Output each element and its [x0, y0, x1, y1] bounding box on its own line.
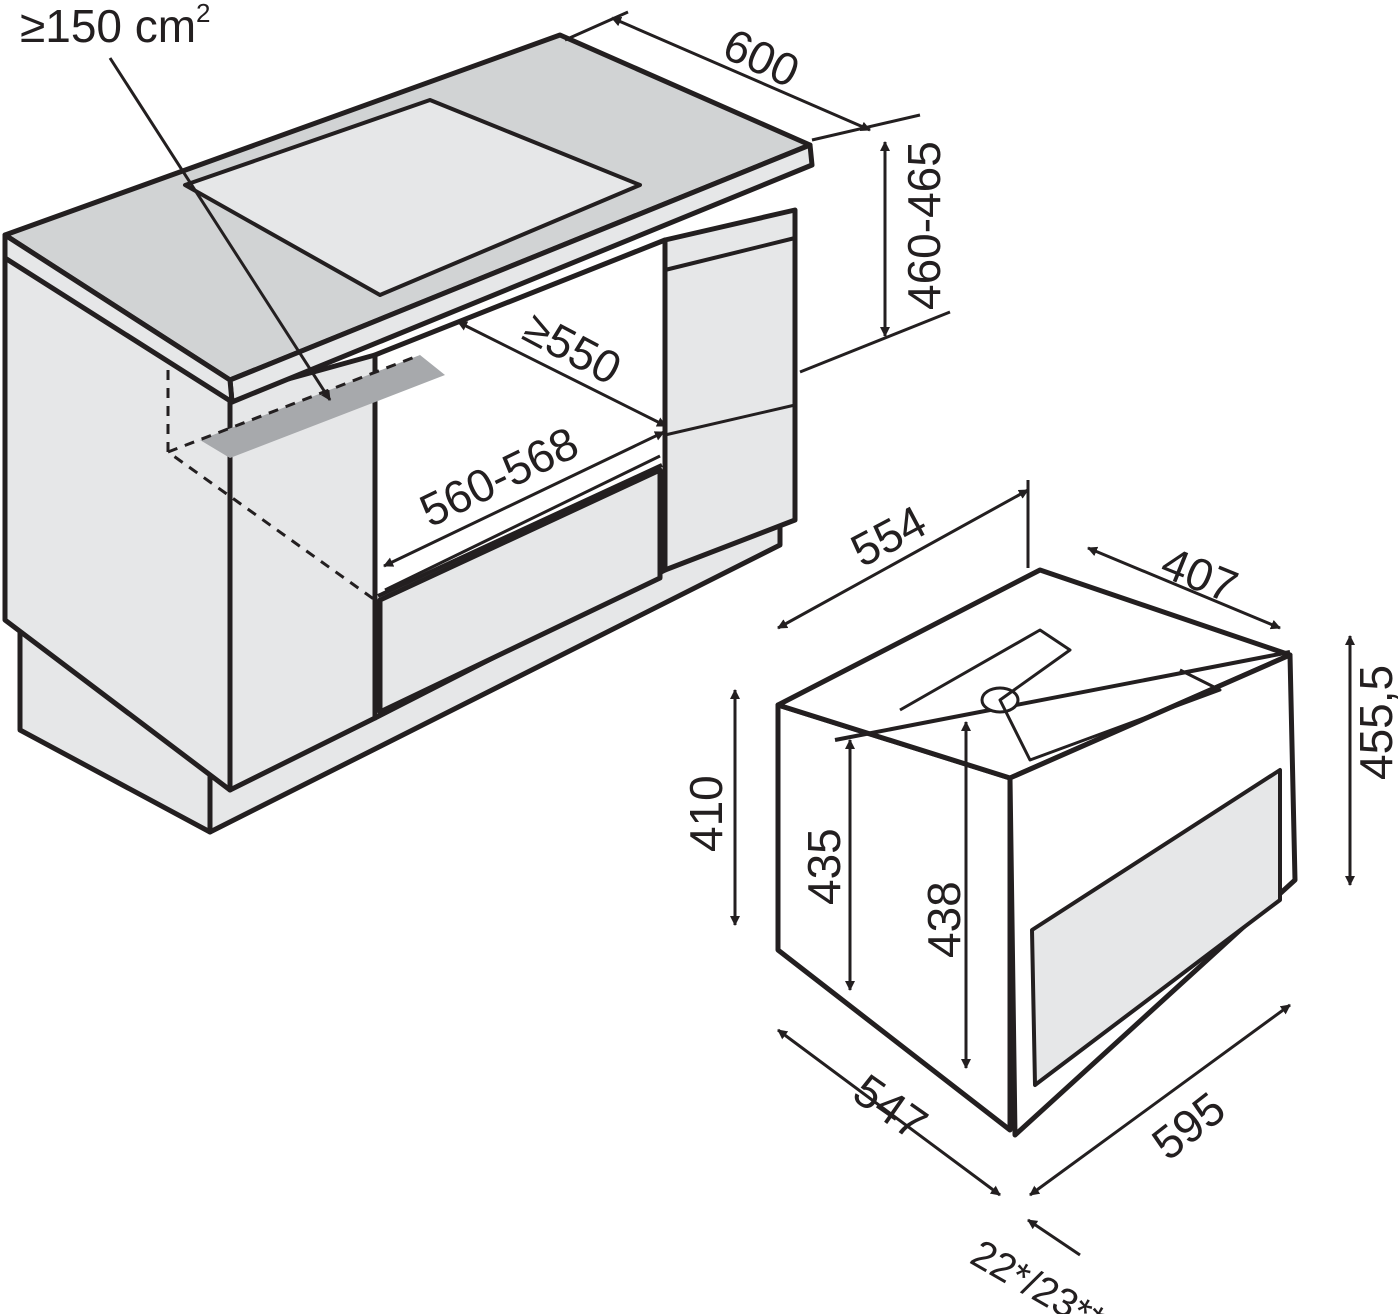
- cabinet-dimensions: [108, 10, 951, 568]
- appliance-height-b-label: 438: [918, 881, 970, 958]
- oven-top-element: [899, 628, 1222, 762]
- appliance-front-thickness-label: 22*/23**: [964, 1232, 1113, 1314]
- appliance-width-top-label: 554: [842, 495, 934, 577]
- vent-area-exponent: 2: [196, 0, 210, 28]
- niche-shelf-cutout: [200, 355, 445, 458]
- cabinet-width-label: 600: [716, 18, 808, 98]
- appliance-depth-label: 407: [1154, 536, 1245, 613]
- appliance-front-height-label: 455,5: [1350, 665, 1400, 780]
- appliance-height-a-label: 435: [798, 828, 850, 905]
- appliance-front-width-label: 595: [1142, 1082, 1234, 1170]
- kitchen-cabinet: [2, 32, 815, 835]
- vent-area-label: ≥150 cm: [20, 0, 196, 52]
- appliance-dimensions: [730, 480, 1355, 1257]
- niche-height-label: 460-465: [898, 141, 950, 310]
- appliance-body-height-label: 410: [680, 775, 732, 852]
- hob: [183, 98, 642, 297]
- oven-appliance: [775, 567, 1298, 1138]
